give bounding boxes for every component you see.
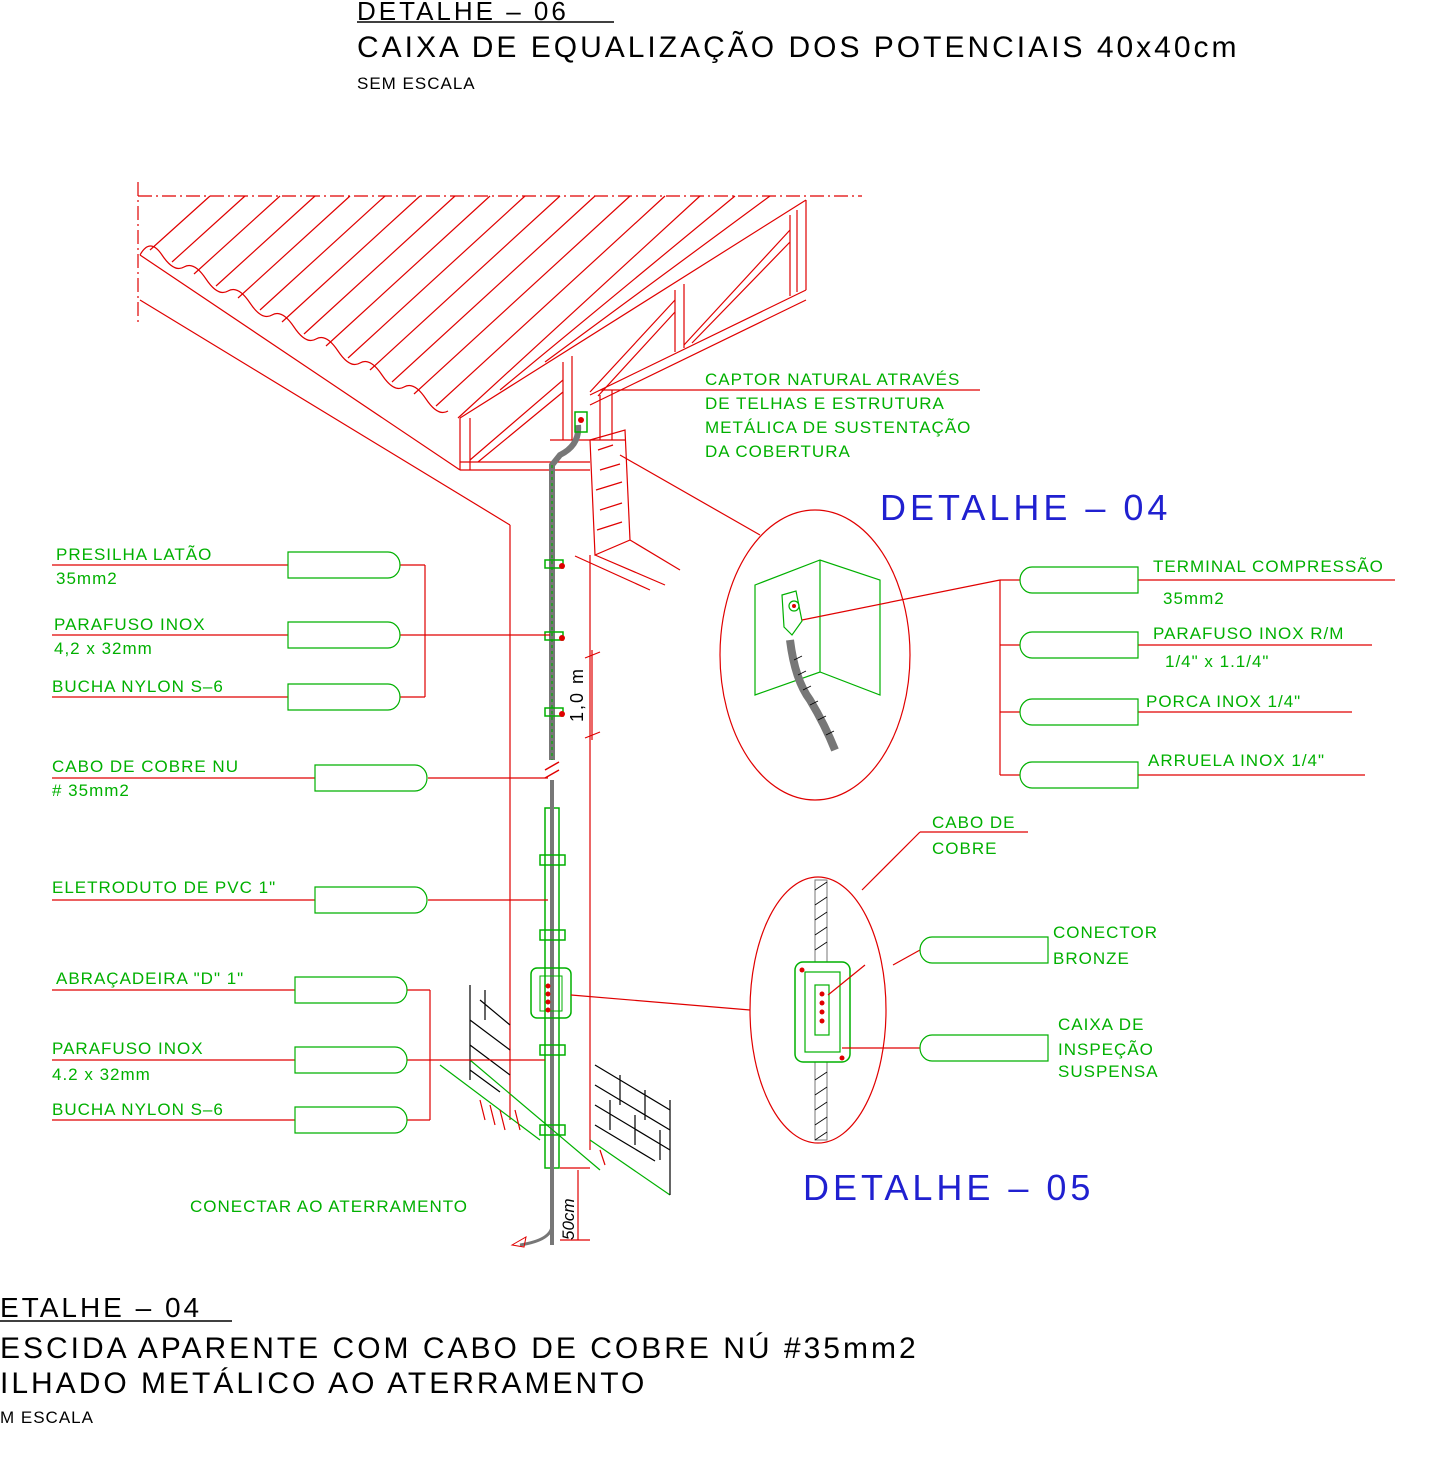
label-caixa-1: CAIXA DE [1058, 1015, 1144, 1034]
dimension-lines [560, 650, 601, 1241]
label-bucha-2: BUCHA NYLON S–6 [52, 1100, 224, 1119]
down-conductor [510, 411, 588, 1248]
label-parafuso-2-size: 4.2 x 32mm [52, 1065, 151, 1084]
top-title-name: CAIXA DE EQUALIZAÇÃO DOS POTENCIAIS 40x4… [357, 30, 1240, 64]
bottom-title-line1: ESCIDA APARENTE COM CABO DE COBRE NÚ #35… [0, 1332, 919, 1365]
bottom-title-line2: ILHADO METÁLICO AO ATERRAMENTO [0, 1367, 647, 1400]
label-abracadeira: ABRAÇADEIRA "D" 1" [56, 969, 244, 988]
left-callouts [52, 551, 550, 1134]
detail-04-callout [619, 454, 1395, 801]
label-conectar: CONECTAR AO ATERRAMENTO [190, 1197, 468, 1216]
label-conector-1: CONECTOR [1053, 923, 1158, 942]
label-cabo: CABO DE COBRE NU [52, 757, 239, 776]
label-presilha-size: 35mm2 [56, 569, 118, 588]
label-parafuso-2: PARAFUSO INOX [52, 1039, 204, 1058]
label-conector-2: BRONZE [1053, 949, 1130, 968]
ground [439, 985, 671, 1196]
label-parafuso-1: PARAFUSO INOX [54, 615, 206, 634]
label-parafuso-1-size: 4,2 x 32mm [54, 639, 153, 658]
detail-04-title: DETALHE – 04 [880, 487, 1171, 528]
label-presilha: PRESILHA LATÃO [56, 545, 212, 564]
label-porca: PORCA INOX 1/4" [1146, 692, 1301, 711]
captor-label-1: CAPTOR NATURAL ATRAVÉS [705, 370, 960, 389]
label-eletroduto: ELETRODUTO DE PVC 1" [52, 878, 276, 897]
label-caixa-2: INSPEÇÃO [1058, 1040, 1154, 1059]
label-cabo-cobre-2: COBRE [932, 839, 997, 858]
bottom-title-scale: M ESCALA [0, 1408, 94, 1427]
dim-spacing: 1,0 m [567, 667, 587, 722]
label-caixa-3: SUSPENSA [1058, 1062, 1159, 1081]
dim-depth: 50cm [559, 1198, 578, 1240]
label-terminal-size: 35mm2 [1163, 589, 1225, 608]
label-terminal: TERMINAL COMPRESSÃO [1153, 557, 1384, 576]
detail-05-title: DETALHE – 05 [803, 1167, 1094, 1208]
detail-05-callout [570, 831, 1049, 1144]
label-cabo-size: # 35mm2 [52, 781, 130, 800]
label-parafuso-rm: PARAFUSO INOX R/M [1153, 624, 1344, 643]
captor-label-3: METÁLICA DE SUSTENTAÇÃO [705, 418, 971, 437]
label-arruela: ARRUELA INOX 1/4" [1148, 751, 1325, 770]
bottom-detail-title: ETALHE – 04 [0, 1292, 202, 1323]
captor-label-2: DE TELHAS E ESTRUTURA [705, 394, 945, 413]
label-bucha-1: BUCHA NYLON S–6 [52, 677, 224, 696]
top-title-scale: SEM ESCALA [357, 74, 476, 93]
roof [137, 182, 862, 526]
captor-label-4: DA COBERTURA [705, 442, 851, 461]
label-parafuso-rm-size: 1/4" x 1.1/4" [1165, 652, 1269, 671]
wall [509, 429, 681, 1150]
label-cabo-cobre-1: CABO DE [932, 813, 1016, 832]
